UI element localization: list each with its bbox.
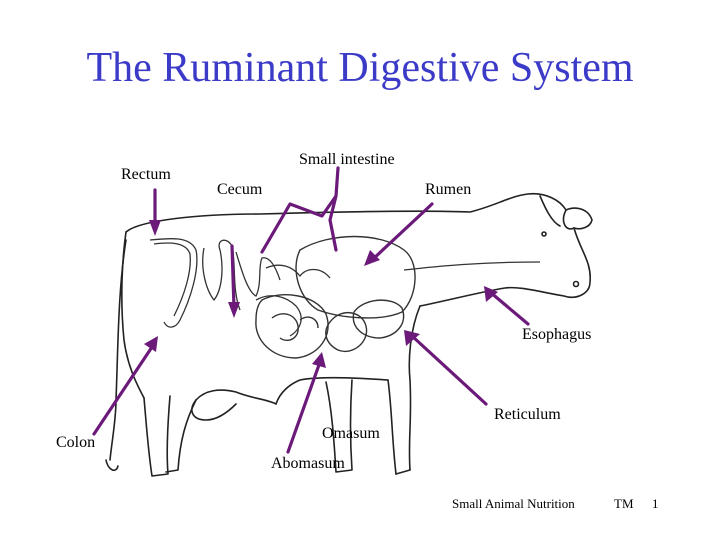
colon-pointer <box>92 342 156 436</box>
label-esophagus: Esophagus <box>522 326 592 343</box>
intestine-coils <box>149 237 331 337</box>
rumen-pointer <box>370 202 434 262</box>
label-cecum: Cecum <box>217 181 263 198</box>
esophagus-shape <box>403 261 541 271</box>
rumen-shape <box>295 235 416 319</box>
reticulum-pointer <box>410 334 488 406</box>
omasum-shape <box>325 312 368 353</box>
footer-trademark: TM <box>614 496 634 511</box>
slide-title: The Ruminant Digestive System <box>86 45 634 91</box>
abomasum-shape <box>255 294 329 359</box>
reticulum-shape <box>352 299 405 339</box>
footer-course: Small Animal Nutrition <box>452 496 575 511</box>
label-abomasum: Abomasum <box>271 455 345 472</box>
label-colon: Colon <box>56 434 96 451</box>
label-rectum: Rectum <box>121 166 171 183</box>
label-small-intestine: Small intestine <box>299 151 395 168</box>
label-reticulum: Reticulum <box>494 406 561 423</box>
footer-page-number: 1 <box>652 496 659 511</box>
small-intestine-pointer <box>260 166 340 254</box>
pointer-lines <box>92 166 530 454</box>
stomach-compartments <box>255 235 416 359</box>
abomasum-pointer <box>286 360 322 454</box>
cecum-pointer <box>230 244 236 310</box>
label-omasum: Omasum <box>322 425 380 442</box>
label-rumen: Rumen <box>425 181 472 198</box>
esophagus-pointer <box>488 290 530 326</box>
